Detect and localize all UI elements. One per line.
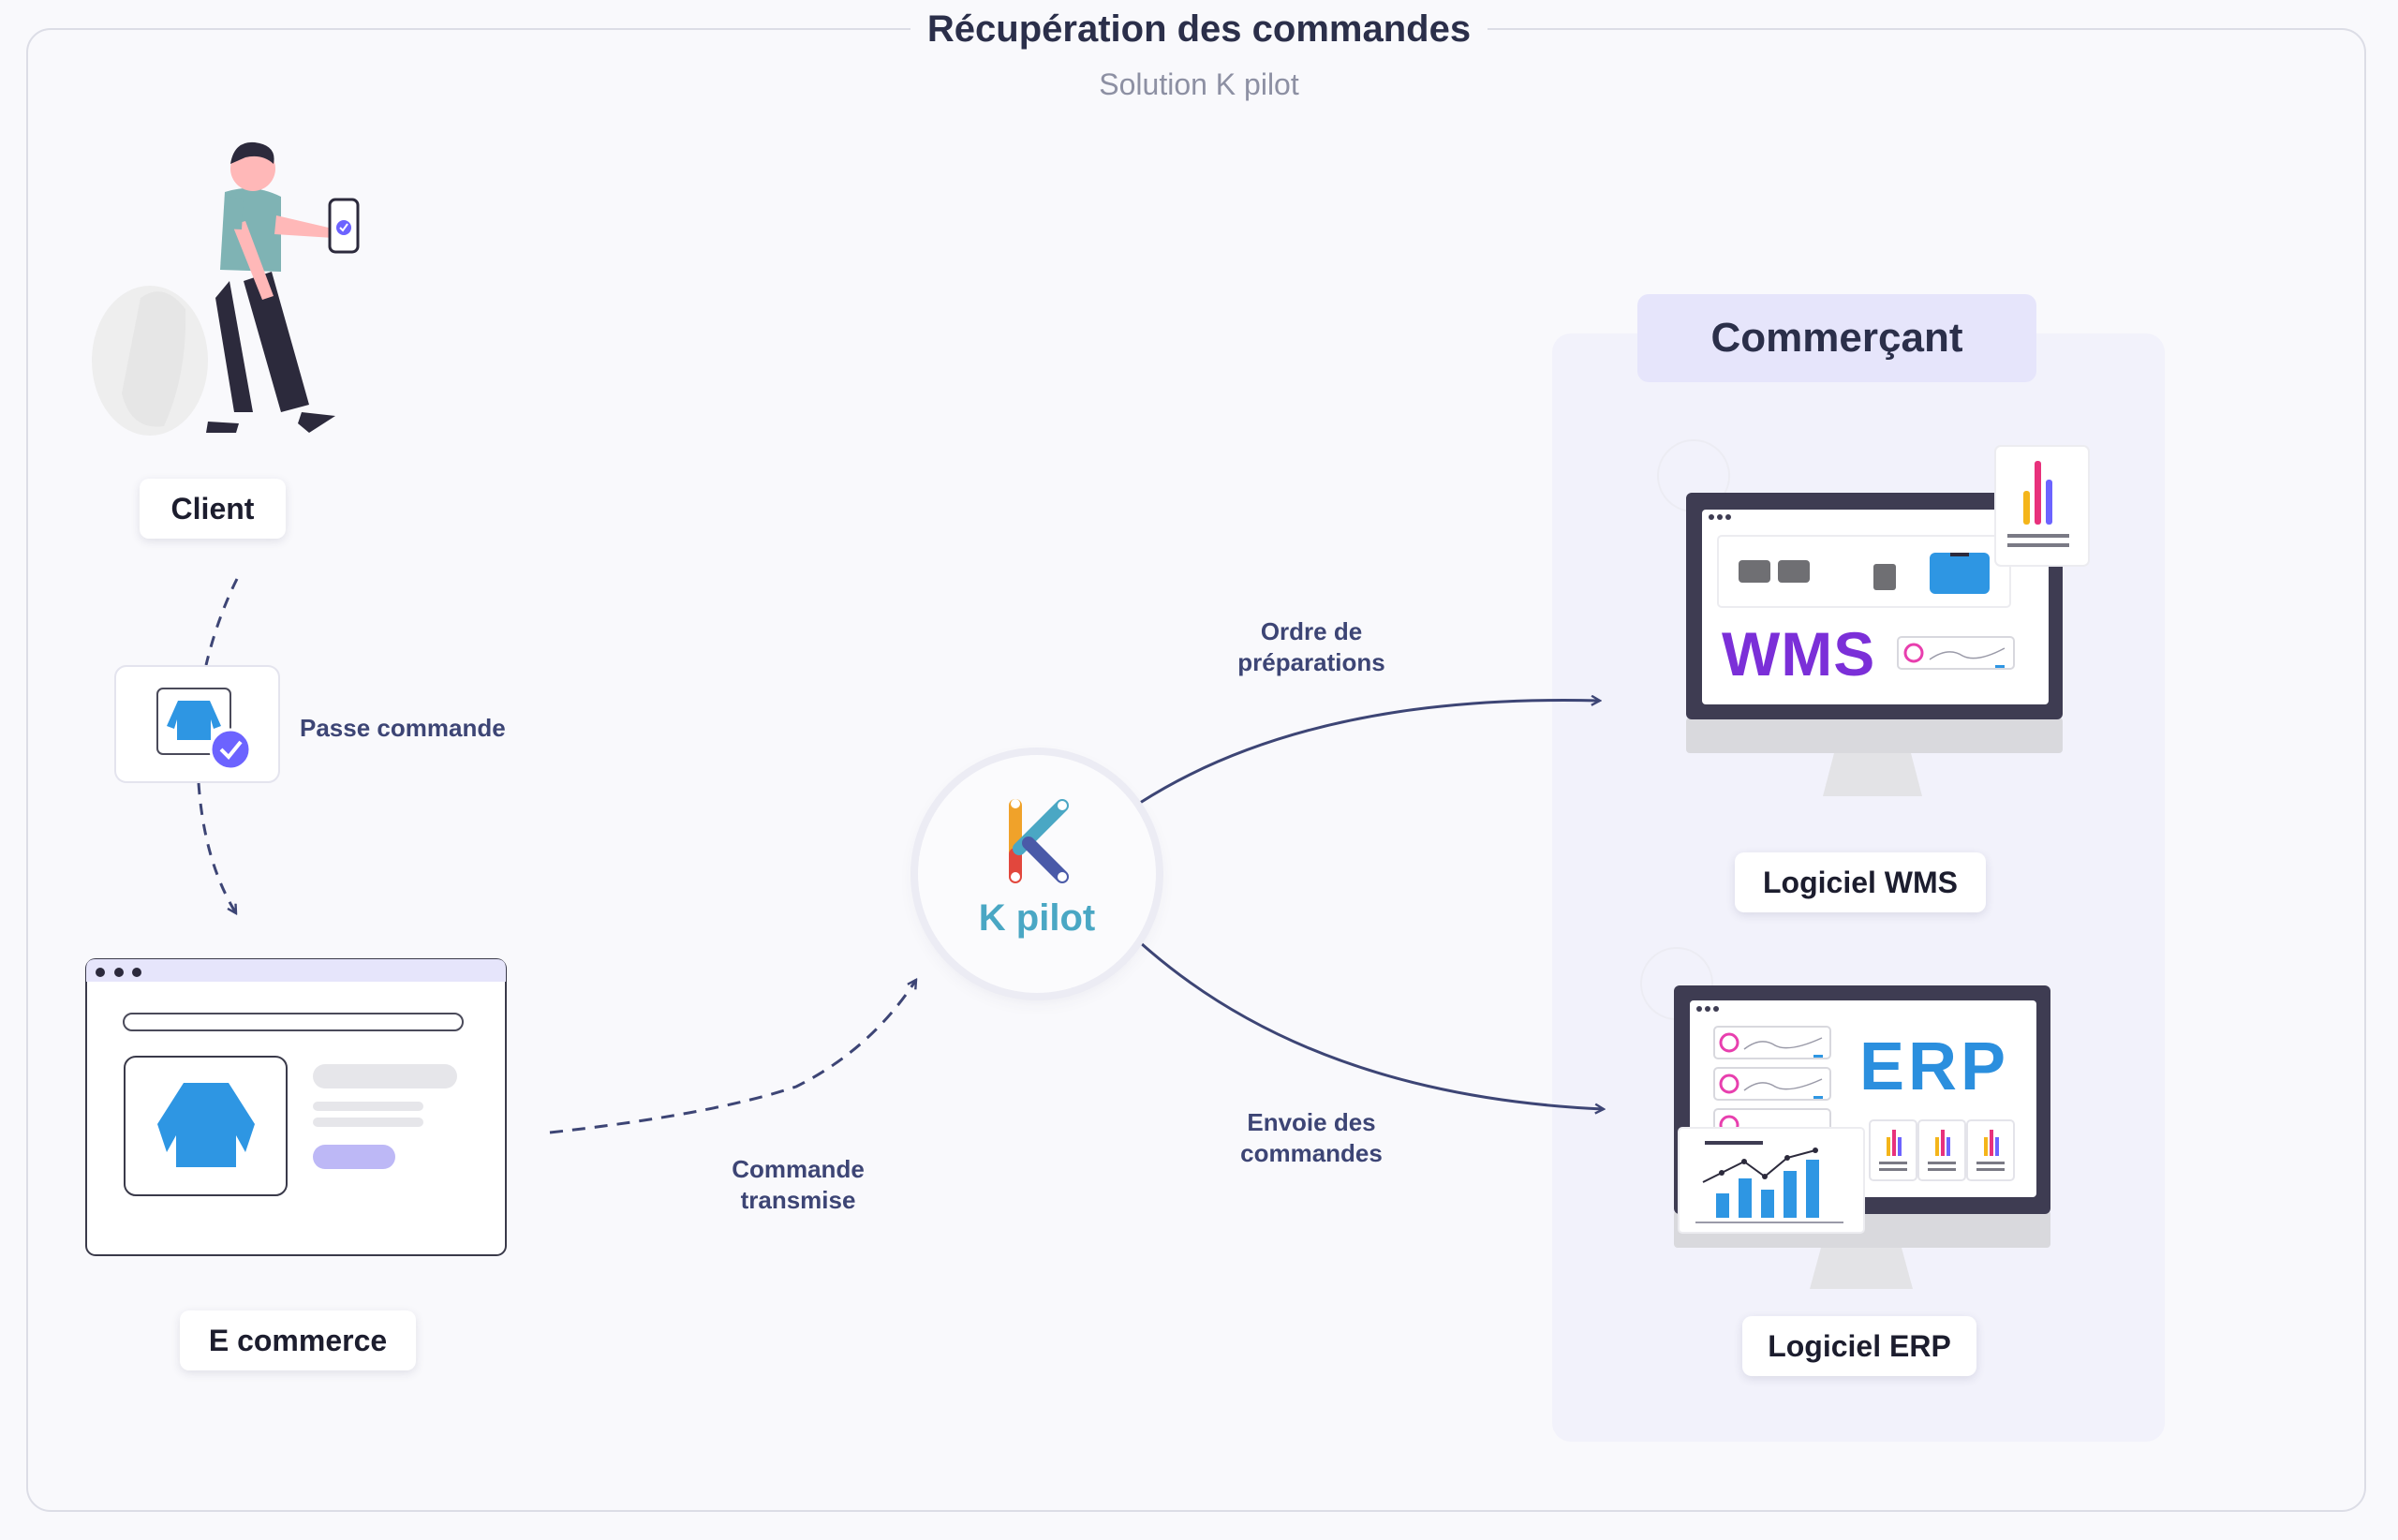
arrow-kpilot-to-erp bbox=[1138, 940, 1604, 1109]
kpilot-logo-mark bbox=[1009, 799, 1069, 883]
wms-monitor bbox=[1657, 439, 2090, 796]
flow-label-order-placed: Passe commande bbox=[300, 714, 506, 742]
erp-screen-logo: ERP bbox=[1859, 1029, 2010, 1104]
order-card bbox=[114, 665, 280, 783]
client-label: Client bbox=[140, 479, 286, 539]
flow-label-order-sent: Commande transmise bbox=[732, 1155, 865, 1214]
flow-client-to-order bbox=[204, 578, 239, 666]
flow-label-send-orders: Envoie des commandes bbox=[1240, 1108, 1383, 1167]
diagram-title: Récupération des commandes bbox=[0, 4, 2398, 54]
kpilot-label: K pilot bbox=[978, 897, 1096, 939]
diagram-subtitle: Solution K pilot bbox=[1099, 67, 1299, 101]
wms-label: Logiciel WMS bbox=[1735, 852, 1986, 912]
ecommerce-window bbox=[85, 958, 507, 1256]
kpilot-hub bbox=[918, 755, 1156, 993]
wms-screen-logo: WMS bbox=[1722, 619, 1876, 689]
erp-label: Logiciel ERP bbox=[1742, 1316, 1976, 1376]
merchant-panel-title: Commerçant bbox=[1637, 294, 2036, 382]
erp-monitor bbox=[1640, 947, 2050, 1289]
client-illustration bbox=[92, 141, 360, 436]
arrow-kpilot-to-wms bbox=[1139, 700, 1600, 805]
flow-label-prep-order: Ordre de préparations bbox=[1237, 617, 1385, 676]
ecommerce-label: E commerce bbox=[180, 1310, 416, 1370]
flow-order-to-ecommerce bbox=[197, 782, 236, 913]
